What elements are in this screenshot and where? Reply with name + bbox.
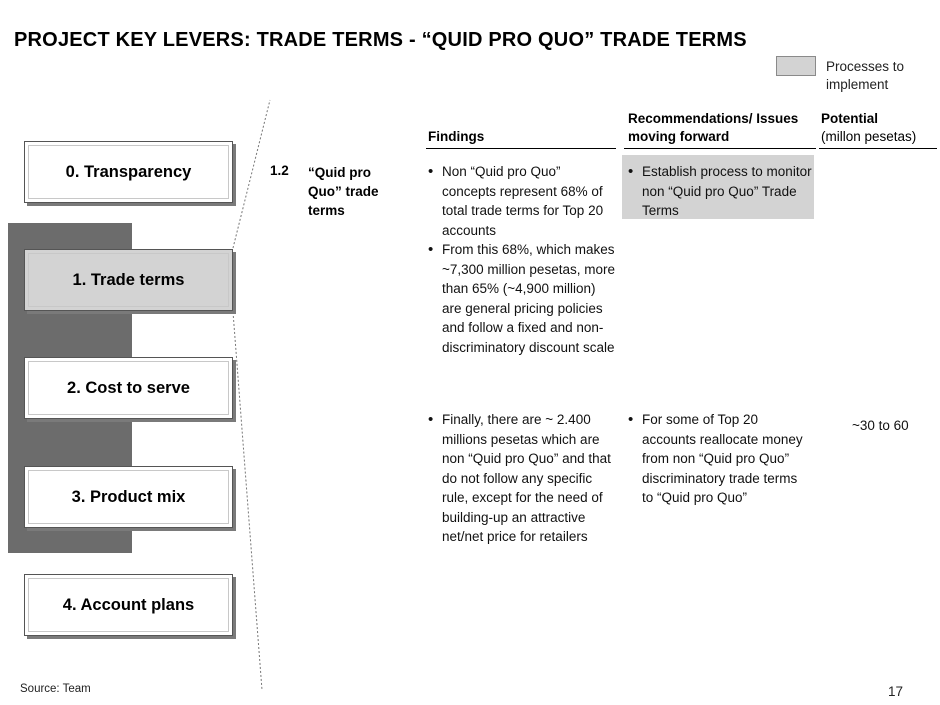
recommendation-top: Establish process to monitor non “Quid p…: [628, 162, 812, 221]
page-title: PROJECT KEY LEVERS: TRADE TERMS - “QUID …: [14, 29, 747, 51]
lever-account-plans[interactable]: 4. Account plans: [24, 574, 233, 636]
potential-value: ~30 to 60: [852, 418, 909, 433]
source-note: Source: Team: [20, 683, 91, 695]
recommendations-rule: [624, 148, 816, 149]
recommendation-bottom: For some of Top 20 accounts reallocate m…: [628, 410, 812, 508]
potential-unit: (millon pesetas): [821, 129, 917, 144]
recommendations-header: Recommendations/ Issues moving forward: [628, 111, 799, 144]
legend-swatch: [776, 56, 816, 76]
findings-list-top: Non “Quid pro Quo” concepts represent 68…: [428, 162, 618, 357]
lever-trade-terms[interactable]: 1. Trade terms: [24, 249, 233, 311]
page-number: 17: [888, 684, 904, 699]
lever-product-mix[interactable]: 3. Product mix: [24, 466, 233, 528]
findings-rule: [426, 148, 616, 149]
potential-header: Potential: [821, 111, 879, 126]
finding-item: From this 68%, which makes ~7,300 millio…: [428, 240, 618, 357]
finding-item: Finally, there are ~ 2.400 millions pese…: [428, 410, 620, 547]
potential-rule: [819, 148, 937, 149]
findings-header: Findings: [428, 129, 485, 144]
recommendation-item: For some of Top 20 accounts reallocate m…: [628, 410, 812, 508]
legend-label: Processes to implement: [826, 59, 905, 92]
lever-transparency[interactable]: 0. Transparency: [24, 141, 233, 203]
sub-lever-number: 1.2: [270, 163, 289, 178]
finding-item: Non “Quid pro Quo” concepts represent 68…: [428, 162, 618, 240]
findings-list-bottom: Finally, there are ~ 2.400 millions pese…: [428, 410, 620, 547]
sub-lever-label: “Quid pro Quo” trade terms: [308, 165, 379, 218]
lever-cost-to-serve[interactable]: 2. Cost to serve: [24, 357, 233, 419]
recommendation-item: Establish process to monitor non “Quid p…: [628, 162, 812, 221]
